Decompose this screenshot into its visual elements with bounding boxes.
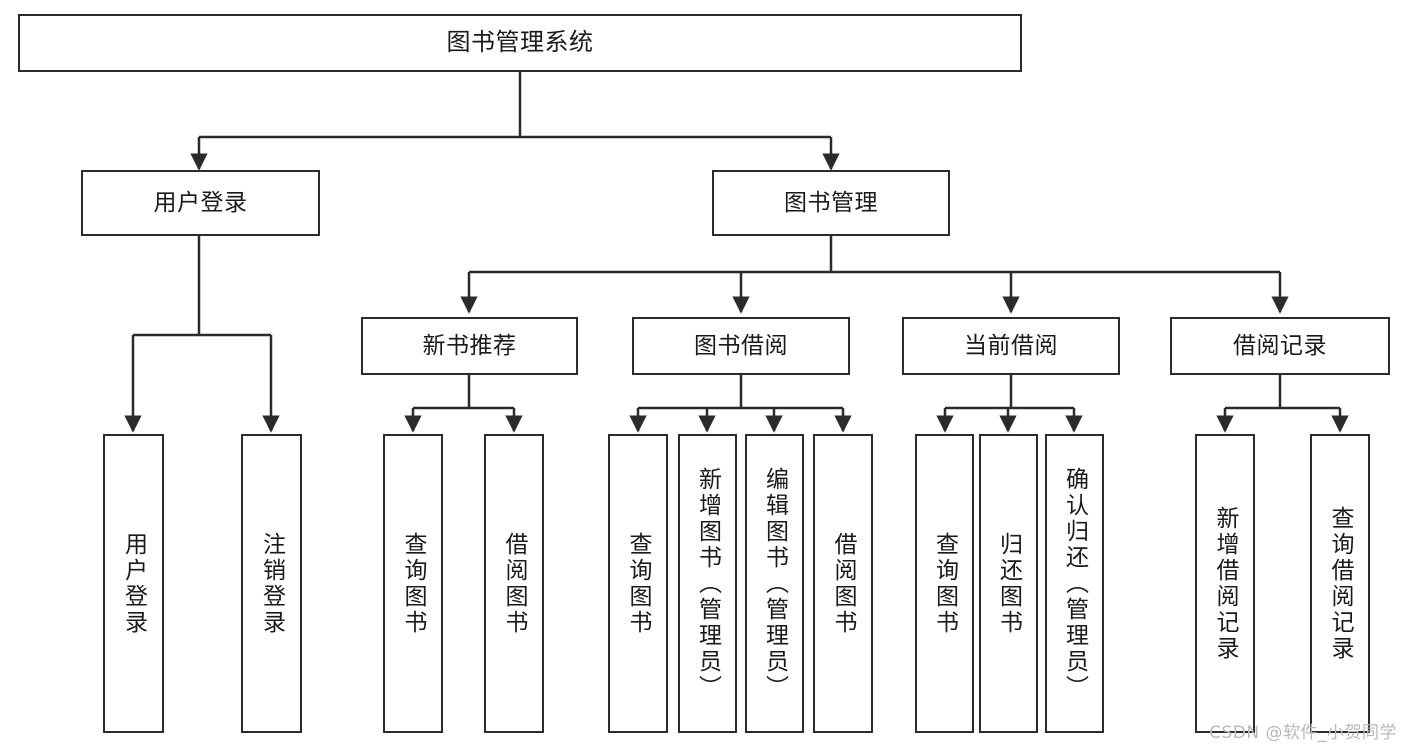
leaf-nb-query-book-label: 查询图书 [400,531,427,636]
leaf-bb-add-book-label: 新增图书（管理员） [694,466,721,701]
node-user-login-label: 用户登录 [153,189,248,216]
leaf-cb-confirm-return-label: 确认归还（管理员） [1061,466,1088,701]
leaf-cb-query-book-label: 查询图书 [931,531,958,636]
leaf-bb-add-book[interactable]: 新增图书（管理员） [678,434,737,733]
leaf-user-login-label: 用户登录 [120,531,147,636]
watermark: CSDN @软件_小贺同学 [1209,723,1397,743]
node-book-management-label: 图书管理 [784,189,878,216]
leaf-logout[interactable]: 注销登录 [241,434,302,733]
node-new-book-recommend-label: 新书推荐 [422,332,517,359]
leaf-cb-return-book-label: 归还图书 [995,531,1022,636]
leaf-br-add-record-label: 新增借阅记录 [1212,505,1239,662]
node-book-management[interactable]: 图书管理 [712,170,950,236]
leaf-bb-borrow-book-label: 借阅图书 [830,531,857,636]
leaf-user-login[interactable]: 用户登录 [103,434,164,733]
node-root[interactable]: 图书管理系统 [18,14,1022,72]
node-borrow-record[interactable]: 借阅记录 [1170,317,1390,375]
leaf-br-add-record[interactable]: 新增借阅记录 [1195,434,1255,733]
leaf-bb-query-book[interactable]: 查询图书 [608,434,668,733]
leaf-bb-borrow-book[interactable]: 借阅图书 [813,434,873,733]
leaf-cb-return-book[interactable]: 归还图书 [979,434,1038,733]
leaf-nb-borrow-book-label: 借阅图书 [501,531,528,636]
node-new-book-recommend[interactable]: 新书推荐 [361,317,578,375]
node-book-borrow[interactable]: 图书借阅 [632,317,850,375]
node-root-label: 图书管理系统 [446,28,594,57]
leaf-br-query-record-label: 查询借阅记录 [1327,505,1354,662]
leaf-logout-label: 注销登录 [258,531,285,636]
leaf-cb-confirm-return[interactable]: 确认归还（管理员） [1045,434,1104,733]
leaf-bb-edit-book-label: 编辑图书（管理员） [761,466,788,701]
leaf-br-query-record[interactable]: 查询借阅记录 [1310,434,1370,733]
leaf-cb-query-book[interactable]: 查询图书 [915,434,974,733]
node-book-borrow-label: 图书借阅 [694,332,788,359]
leaf-bb-query-book-label: 查询图书 [625,531,652,636]
node-current-borrow-label: 当前借阅 [964,332,1058,359]
node-user-login[interactable]: 用户登录 [81,170,320,236]
leaf-nb-borrow-book[interactable]: 借阅图书 [484,434,544,733]
leaf-nb-query-book[interactable]: 查询图书 [383,434,443,733]
leaf-bb-edit-book[interactable]: 编辑图书（管理员） [745,434,804,733]
node-borrow-record-label: 借阅记录 [1233,332,1327,359]
node-current-borrow[interactable]: 当前借阅 [902,317,1120,375]
